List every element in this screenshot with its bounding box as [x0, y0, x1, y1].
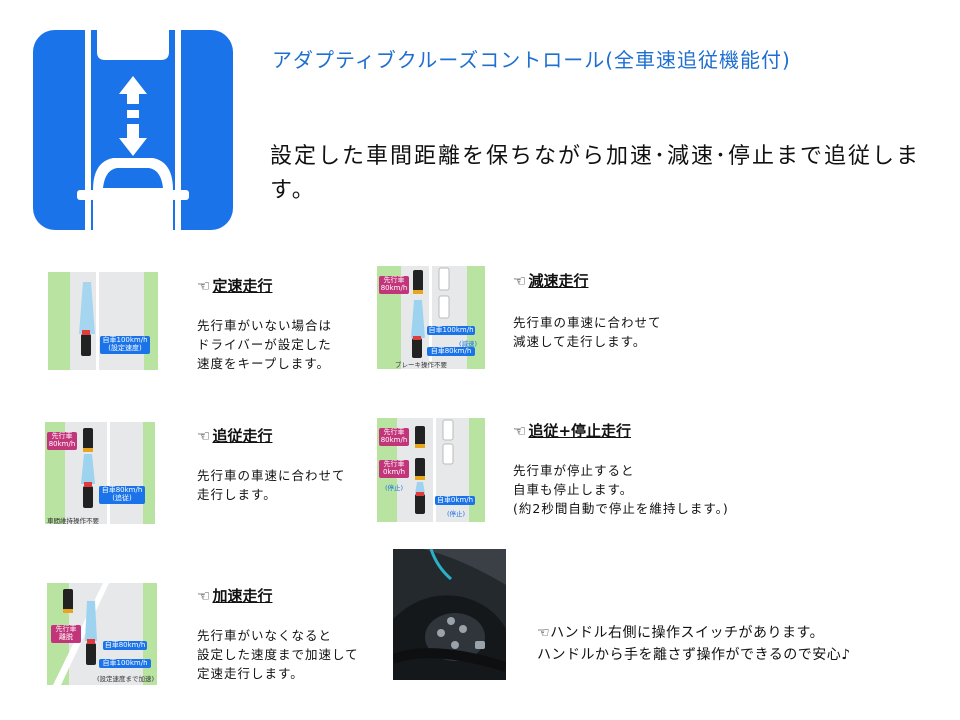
stop-label-leading: (停止): [385, 484, 404, 492]
pointing-hand-icon: ☜: [513, 422, 527, 440]
section-body-following: 先行車の車速に合わせて 走行します。: [197, 468, 346, 502]
page-title: アダプティブクルーズコントロール(全車速追従機能付): [272, 48, 791, 72]
leading-car-tag: 先行車 離脱: [51, 625, 81, 643]
section-title-follow-stop: ☜追従+停止走行: [513, 422, 632, 440]
section-body-follow-stop: 先行車が停止すると 自車も停止します。 (約2秒間自動で停止を維持します。): [513, 463, 729, 516]
pointing-hand-icon: ☜: [513, 272, 527, 290]
speed-tag: 自車80km/h (追従): [99, 486, 145, 504]
pointing-hand-icon: ☜: [537, 625, 551, 641]
stop-label-own: (停止): [447, 510, 466, 518]
deceleration-diagram: 先行車 80km/h 自車100km/h (減速) 自車80km/h ブレーキ操…: [377, 266, 485, 369]
section-body-cruise: 先行車がいない場合は ドライバーが設定した 速度をキープします。: [197, 318, 333, 371]
following-diagram: 先行車 80km/h 自車80km/h (追従) 車間維持操作不要: [45, 422, 155, 524]
speed-tag: 自車0km/h: [435, 496, 475, 505]
leading-car-tag-stopped: 先行車 0km/h: [379, 460, 409, 478]
pointing-hand-icon: ☜: [197, 277, 211, 295]
section-title-deceleration: ☜減速走行: [513, 272, 589, 290]
switch-info: ☜ハンドル右側に操作スイッチがあります。 ハンドルから手を離さず操作ができるので…: [537, 600, 851, 666]
brake-note: ブレーキ操作不要: [395, 361, 447, 369]
section-body-acceleration: 先行車がいなくなると 設定した速度まで加速して 定速走行します。: [197, 628, 359, 681]
steering-switch-photo: [393, 549, 506, 680]
leading-car-tag: 先行車 80km/h: [47, 432, 77, 450]
leading-car-tag: 先行車 80km/h: [379, 276, 409, 294]
switch-info-text: ハンドル右側に操作スイッチがあります。 ハンドルから手を離さず操作ができるので安…: [537, 625, 851, 663]
pointing-hand-icon: ☜: [197, 427, 211, 445]
distance-note: 車間維持操作不要: [47, 517, 99, 524]
pointing-hand-icon: ☜: [197, 587, 211, 605]
section-title-acceleration: ☜加速走行: [197, 587, 273, 605]
decel-label: (減速): [459, 340, 478, 348]
speed-tag-before: 自車80km/h: [103, 641, 147, 650]
accel-note: (設定速度まで加速): [97, 675, 155, 683]
speed-tag: 自車100km/h (設定速度): [100, 336, 150, 354]
acc-distance-icon: [33, 30, 233, 230]
speed-tag-after: 自車80km/h: [427, 347, 475, 356]
cruise-diagram: 自車100km/h (設定速度): [48, 272, 158, 370]
section-body-deceleration: 先行車の車速に合わせて 減速して走行します。: [513, 315, 662, 349]
speed-tag-before: 自車100km/h: [427, 326, 475, 335]
speed-tag-after: 自車100km/h: [99, 659, 151, 668]
description-text: 設定した車間距離を保ちながら加速･減速･停止まで追従します。: [270, 144, 921, 203]
follow-stop-diagram: 先行車 80km/h 先行車 0km/h (停止) 自車0km/h (停止): [377, 418, 485, 522]
section-title-cruise: ☜定速走行: [197, 277, 273, 295]
acceleration-diagram: 先行車 離脱 自車80km/h 自車100km/h (設定速度まで加速): [47, 583, 157, 685]
section-title-following: ☜追従走行: [197, 427, 273, 445]
leading-car-tag-moving: 先行車 80km/h: [379, 428, 409, 446]
